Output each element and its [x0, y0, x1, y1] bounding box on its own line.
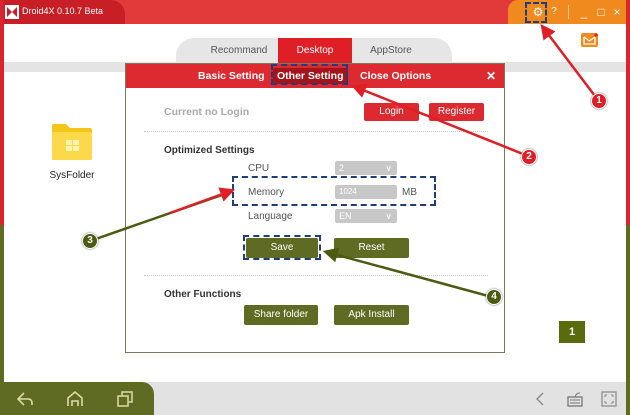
tab-desktop[interactable]: Desktop — [278, 38, 352, 64]
divider — [144, 131, 488, 132]
close-button[interactable]: × — [613, 5, 621, 19]
title-tab — [0, 0, 125, 24]
highlight-box-save — [243, 235, 321, 260]
callout-4: 4 — [486, 289, 502, 305]
dialog-tab-other-setting[interactable]: Other Setting — [273, 68, 348, 84]
minimize-button[interactable]: _ — [580, 5, 588, 19]
callout-2: 2 — [521, 149, 537, 165]
bottom-nav-bar — [4, 382, 626, 415]
login-status: Current no Login — [164, 106, 250, 118]
sysfolder-label: SysFolder — [49, 170, 95, 181]
highlight-box-memory — [232, 176, 436, 206]
frame-border — [0, 225, 4, 415]
settings-gear-icon[interactable]: ⚙ — [532, 5, 544, 19]
save-button[interactable]: Save — [246, 238, 318, 258]
help-icon[interactable]: ? — [551, 6, 557, 17]
memory-label: Memory — [248, 187, 285, 198]
keyboard-icon[interactable] — [566, 390, 584, 408]
other-functions-title: Other Functions — [164, 289, 242, 300]
desktop-icon-sysfolder[interactable]: SysFolder — [42, 122, 102, 181]
optimized-settings-title: Optimized Settings — [164, 145, 255, 156]
callout-1: 1 — [591, 93, 607, 109]
window-controls-area — [508, 0, 630, 24]
dialog-header: Basic Setting Other Setting Close Option… — [126, 64, 504, 88]
recent-apps-icon[interactable] — [116, 390, 134, 408]
settings-dialog: Basic Setting Other Setting Close Option… — [125, 63, 505, 353]
frame-border — [0, 0, 4, 225]
highlight-box-other-setting — [271, 64, 348, 85]
highlight-box-settings — [525, 2, 547, 23]
dialog-tab-basic-setting[interactable]: Basic Setting — [198, 70, 265, 82]
app-title: Droid4X 0.10.7 Beta — [22, 6, 104, 16]
separator — [568, 5, 569, 19]
home-icon[interactable] — [66, 390, 84, 408]
tab-recommand[interactable]: Recommand — [210, 45, 268, 56]
cpu-label: CPU — [248, 163, 270, 174]
dialog-close-icon[interactable]: ✕ — [485, 69, 496, 83]
dialog-tab-close-options[interactable]: Close Options — [360, 70, 432, 82]
cpu-select[interactable]: 2 ∨ — [335, 161, 397, 175]
apk-install-button[interactable]: Apk Install — [334, 305, 409, 325]
frame-border — [626, 225, 630, 415]
language-select[interactable]: EN ∨ — [335, 209, 397, 223]
maximize-button[interactable]: □ — [597, 5, 605, 19]
divider — [144, 275, 488, 276]
memory-input[interactable]: 1024 — [335, 185, 397, 199]
back-icon[interactable] — [16, 390, 34, 408]
share-folder-button[interactable]: Share folder — [244, 305, 318, 325]
page-indicator[interactable]: 1 — [559, 321, 585, 343]
reset-button[interactable]: Reset — [334, 238, 409, 258]
login-button[interactable]: Login — [364, 103, 419, 121]
cpu-value: 2 — [339, 163, 345, 173]
chevron-down-icon: ∨ — [385, 163, 392, 173]
frame-border — [626, 0, 630, 225]
memory-unit: MB — [402, 187, 417, 198]
chevron-down-icon: ∨ — [385, 211, 392, 221]
fullscreen-icon[interactable] — [600, 390, 618, 408]
chevron-left-icon[interactable] — [532, 390, 550, 408]
language-value: EN — [339, 211, 352, 221]
folder-icon — [50, 122, 94, 162]
app-logo-icon — [5, 5, 19, 19]
tab-appstore[interactable]: AppStore — [370, 45, 412, 56]
mail-icon[interactable] — [581, 33, 598, 47]
register-button[interactable]: Register — [429, 103, 484, 121]
callout-3: 3 — [82, 233, 98, 249]
language-label: Language — [248, 211, 293, 222]
